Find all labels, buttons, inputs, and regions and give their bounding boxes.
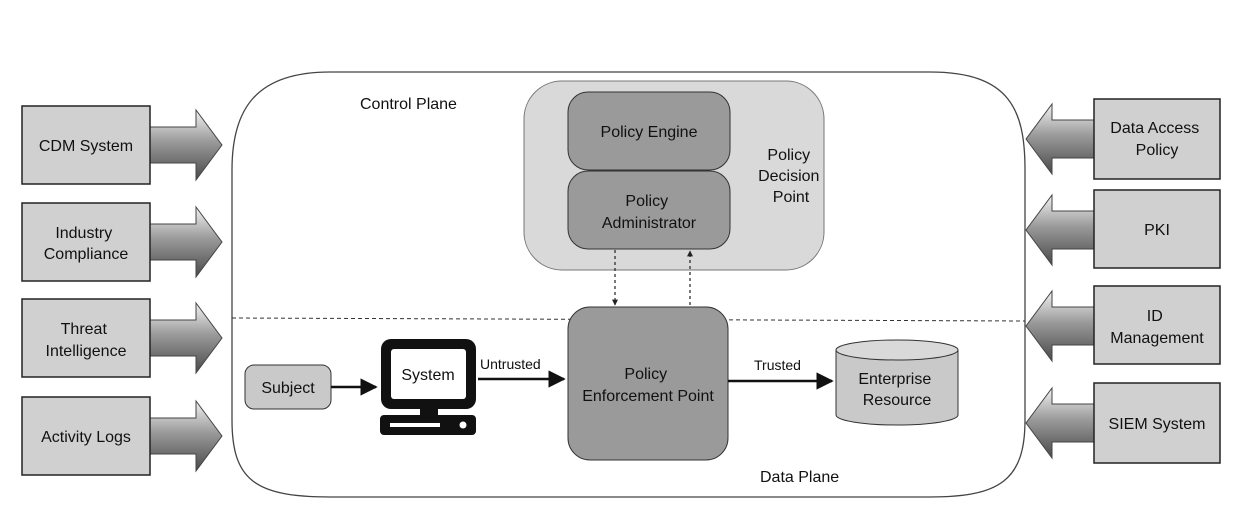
input-data-access-policy: Data Access Policy bbox=[1025, 98, 1221, 180]
input-id-management: ID Management bbox=[1025, 285, 1221, 365]
svg-text:ID Management: ID Management bbox=[1110, 308, 1204, 347]
svg-text:CDM System: CDM System bbox=[39, 138, 133, 155]
input-cdm-system: CDM System bbox=[21, 105, 223, 185]
left-arrow-icon bbox=[1025, 193, 1095, 267]
pdp-label: Policy bbox=[767, 147, 810, 164]
pep-label: Policy bbox=[624, 366, 667, 383]
input-activity-logs: Activity Logs bbox=[21, 396, 223, 476]
svg-text:Policy Decision Po: Policy Decision Point bbox=[758, 147, 824, 206]
input-threat-intelligence: Threat Intelligence bbox=[21, 298, 223, 378]
svg-text:Industry Compliance: Industry Compliance bbox=[44, 225, 129, 263]
pdp-label: Point bbox=[773, 189, 810, 206]
input-label: PKI bbox=[1144, 222, 1170, 239]
input-siem-system: SIEM System bbox=[1025, 382, 1221, 464]
right-arrow-icon bbox=[149, 205, 223, 279]
svg-text:Activity Logs: Activity Logs bbox=[41, 429, 131, 446]
input-label: Data Access bbox=[1110, 120, 1199, 137]
pdp-label: Decision bbox=[758, 168, 819, 185]
control-plane-label: Control Plane bbox=[360, 96, 457, 113]
data-plane-label: Data Plane bbox=[760, 469, 839, 486]
svg-text:Policy Enforcement Point: Policy Enforcement Point bbox=[582, 366, 714, 405]
left-arrow-icon bbox=[1025, 289, 1095, 363]
system-label: System bbox=[401, 367, 454, 384]
right-arrow-icon bbox=[149, 301, 223, 375]
input-label: Intelligence bbox=[46, 343, 127, 360]
input-label: Compliance bbox=[44, 246, 129, 263]
input-pki: PKI bbox=[1025, 189, 1221, 269]
input-label: Management bbox=[1110, 330, 1204, 347]
resource-label: Resource bbox=[863, 392, 932, 409]
input-label: CDM System bbox=[39, 138, 133, 155]
trusted-label: Trusted bbox=[754, 357, 801, 373]
svg-text:Enterprise Resource: Enterprise Resource bbox=[858, 371, 935, 409]
system-computer-icon: System bbox=[380, 339, 476, 435]
right-arrow-icon bbox=[149, 399, 223, 473]
input-label: Threat bbox=[61, 321, 108, 338]
policy-administrator-label: Policy bbox=[625, 193, 668, 210]
left-arrow-icon bbox=[1025, 386, 1095, 460]
svg-text:Threat Intelligence: Threat Intelligence bbox=[46, 321, 127, 360]
resource-label: Enterprise bbox=[858, 371, 931, 388]
subject-label: Subject bbox=[261, 380, 315, 397]
right-arrow-icon bbox=[149, 108, 223, 182]
svg-text:SIEM System: SIEM System bbox=[1109, 416, 1206, 433]
enterprise-resource-database-icon: Enterprise Resource bbox=[835, 339, 959, 426]
svg-text:Data Access Policy: Data Access Policy bbox=[1110, 120, 1203, 159]
subject: Subject bbox=[244, 364, 332, 410]
policy-engine-label: Policy Engine bbox=[601, 124, 698, 141]
input-industry-compliance: Industry Compliance bbox=[21, 202, 223, 282]
policy-engine: Policy Engine bbox=[567, 91, 731, 171]
plane-divider bbox=[231, 317, 1026, 322]
pep-label: Enforcement Point bbox=[582, 388, 714, 405]
left-arrow-icon bbox=[1025, 102, 1095, 176]
policy-administrator: Policy Administrator bbox=[567, 170, 731, 250]
policy-enforcement-point: Policy Enforcement Point bbox=[567, 306, 729, 461]
input-label: ID bbox=[1147, 308, 1163, 325]
input-label: SIEM System bbox=[1109, 416, 1206, 433]
input-label: Policy bbox=[1136, 142, 1179, 159]
untrusted-label: Untrusted bbox=[480, 356, 541, 372]
svg-text:Policy Administrator: Policy Administrator bbox=[602, 193, 697, 232]
policy-administrator-label: Administrator bbox=[602, 215, 697, 232]
input-label: Activity Logs bbox=[41, 429, 131, 446]
input-label: Industry bbox=[55, 225, 112, 242]
svg-text:PKI: PKI bbox=[1144, 222, 1170, 239]
